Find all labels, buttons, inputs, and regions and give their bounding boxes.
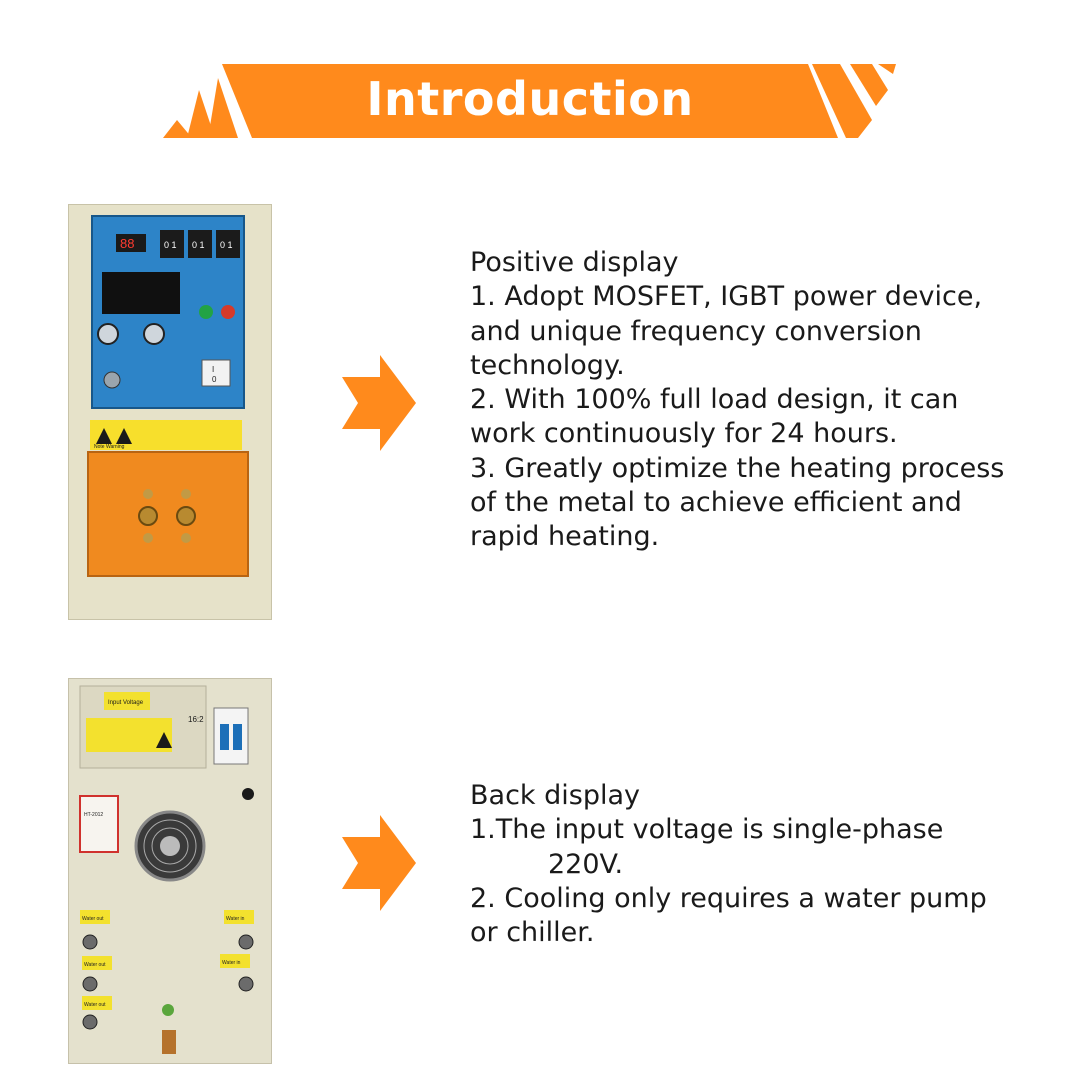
nameplate-model: HT-2012: [84, 812, 103, 818]
water-in-label-1: Water in: [226, 916, 245, 922]
back-line-2: 220V.: [548, 848, 624, 880]
input-voltage-label: Input Voltage: [108, 700, 144, 706]
positive-display-heading: Positive display: [470, 247, 679, 278]
positive-line-2: and unique frequency conversion: [470, 315, 922, 347]
switch-on-label: I: [212, 365, 214, 374]
positive-line-3: technology.: [470, 349, 625, 381]
positive-display-arrow: [342, 355, 418, 455]
positive-display-text: Positive display 1. Adopt MOSFET, IGBT p…: [470, 246, 1004, 555]
back-display-heading: Back display: [470, 780, 641, 811]
introduction-banner: Introduction: [0, 0, 1080, 160]
water-out-label-1: Water out: [82, 916, 104, 922]
digit-display: 88: [120, 236, 134, 251]
positive-line-6: 3. Greatly optimize the heating process: [470, 452, 1005, 484]
back-line-1: 1.The input voltage is single-phase: [470, 814, 944, 846]
back-line-4: or chiller.: [470, 917, 595, 949]
back-display-text: Back display 1.The input voltage is sing…: [470, 779, 987, 950]
back-display-arrow: [342, 815, 418, 915]
water-out-label-2: Water out: [84, 962, 106, 968]
warning-label: Note Warning: [94, 444, 125, 450]
timer-digit-2: 0 1: [192, 240, 205, 250]
back-line-3: 2. Cooling only requires a water pump: [470, 882, 987, 914]
positive-line-1: 1. Adopt MOSFET, IGBT power device,: [470, 281, 983, 313]
switch-off-label: 0: [212, 375, 217, 384]
water-in-label-2: Water in: [222, 960, 241, 966]
timer-digit-3: 0 1: [220, 240, 233, 250]
front-view-image: 88 0 1 0 1 0 1 I 0 Note Warning: [67, 203, 273, 624]
water-out-label-3: Water out: [84, 1002, 106, 1008]
back-view-image: Input Voltage 16:2 HT-2012 Water out Wat…: [67, 677, 273, 1068]
front-machine-illustration: 88 0 1 0 1 0 1 I 0 Note Warning: [67, 203, 273, 621]
breaker-label: 16:2: [188, 715, 204, 724]
banner-stripes: [163, 64, 896, 138]
banner-title: Introduction: [366, 72, 694, 126]
positive-line-5: work continuously for 24 hours.: [470, 418, 898, 450]
positive-line-4: 2. With 100% full load design, it can: [470, 384, 959, 416]
back-machine-illustration: Input Voltage 16:2 HT-2012 Water out Wat…: [67, 677, 273, 1065]
positive-line-8: rapid heating.: [470, 521, 660, 553]
timer-digit-1: 0 1: [164, 240, 177, 250]
positive-line-7: of the metal to achieve efficient and: [470, 487, 962, 519]
